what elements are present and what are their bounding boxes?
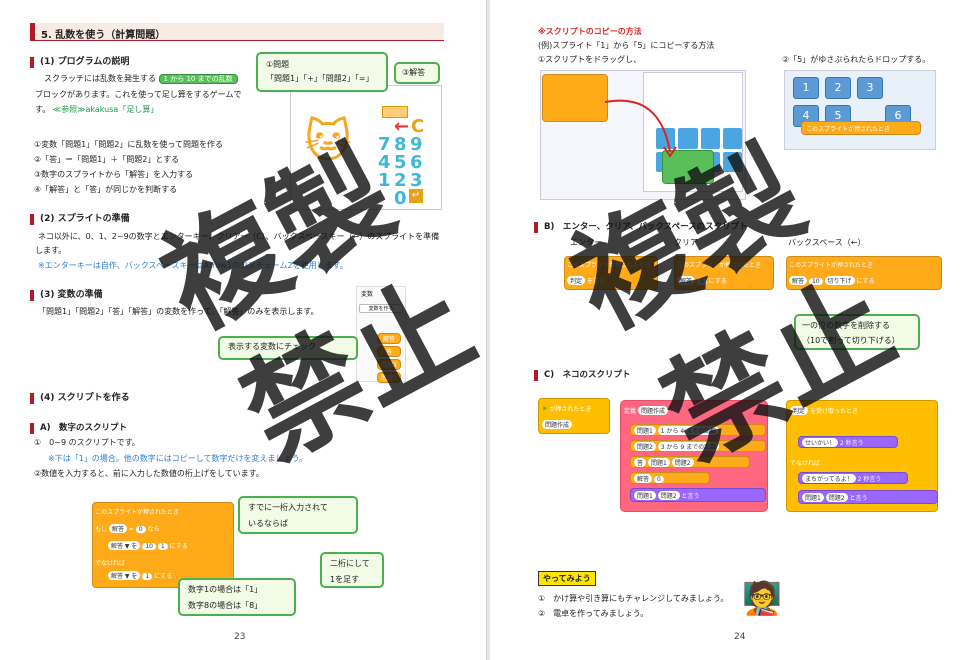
variables-panel: 変数 変数を作る 解答 答 問題1 問題2: [356, 286, 406, 383]
page-number: 23: [234, 632, 246, 642]
step-3: ③数字のスプライトから「解答」を入力する: [34, 170, 194, 179]
paragraph-text: ① 0~9 のスクリプトです。: [34, 438, 140, 447]
random-block: 1 から 10 までの乱数: [158, 74, 238, 84]
make-variable-button: 変数を作る: [359, 304, 403, 313]
section-heading: (1) プログラムの説明: [30, 57, 129, 68]
callout-question: ①問題 「問題1」「+」「問題2」「=」: [256, 52, 388, 92]
subsection-heading: B) エンター、クリア、バックスペースのスクリプト: [534, 222, 748, 233]
paragraph-text: ネコ以外に、0、1、2~9の数字とエンターキー、クリアー（C）、バックスペースキ…: [38, 232, 440, 241]
callout-1: すでに一桁入力されて いるならば: [238, 496, 358, 534]
paragraph-text: 「問題1」「問題2」「答」「解答」の変数を作って、「解答」のみを表示します。: [38, 307, 319, 316]
answer-monitor: [382, 106, 408, 118]
teacher-icon: 🧑‍🏫: [742, 579, 782, 617]
paragraph-text: す。: [35, 105, 51, 114]
paragraph-text: ②数値を入力すると、前に入力した数値の桁上げをしています。: [34, 469, 264, 478]
left-page: 5. 乱数を使う（計算問題） (1) プログラムの説明 スクラッチには乱数を発生…: [30, 23, 444, 642]
step-2: ②「答」＝「問題1」＋「問題2」とする: [34, 155, 180, 164]
flag-script: [538, 398, 610, 434]
try-item-1: ① かけ算や引き算にもチャレンジしてみましょう。: [538, 594, 729, 603]
cat-icon: 🐱: [304, 114, 352, 168]
paragraph-text: します。: [35, 246, 67, 255]
section-title: 5. 乱数を使う（計算問題）: [30, 23, 444, 41]
note-text: ※エンターキーは自作、バックスペースキーはArrow1のコスチューム2を使用しま…: [38, 261, 348, 270]
paragraph-text: ブロックがあります。これを使って足し算をするゲームで: [35, 90, 242, 99]
callout-3: 数字1の場合は「1」 数字8の場合は「8」: [178, 578, 296, 616]
section-heading: (3) 変数の準備: [30, 290, 103, 301]
paragraph-text: スクラッチには乱数を発生する: [44, 74, 156, 83]
note-text: ※下は「1」の場合。他の数字にはコピーして数字だけを変えましょう。: [48, 454, 308, 463]
backspace-callout: 一の位の数字を削除する （10で割って切り下げる）: [794, 314, 920, 350]
label-clear: クリア: [674, 238, 698, 247]
callout-2: 二桁にして 1を足す: [320, 552, 384, 588]
step-1: ①変数「問題1」「問題2」に乱数を使って問題を作る: [34, 140, 223, 149]
page-number: 24: [734, 632, 746, 642]
copy-heading: ※スクリプトのコピーの方法: [538, 27, 642, 36]
right-page: ※スクリプトのコピーの方法 (例)スプライト「1」から「5」にコピーする方法 ①…: [490, 0, 971, 660]
label-backspace: バックスペース（←）: [788, 238, 866, 247]
callout-variables: 表示する変数にチェック: [218, 336, 358, 360]
step-4: ④「解答」と「答」が同じかを判断する: [34, 185, 178, 194]
enter-key: ↵: [409, 189, 423, 203]
section-heading: (2) スプライトの準備: [30, 214, 130, 225]
copy-step-1: ①スクリプトをドラッグし、: [538, 55, 642, 64]
try-item-2: ② 電卓を作ってみましょう。: [538, 609, 649, 618]
dragged-script: [542, 74, 608, 122]
reference-link: ≪参照≫akakusa「足し算」: [52, 105, 159, 114]
copy-step-2: ②「5」がゆさぶられたらドロップする。: [782, 55, 931, 64]
subsection-heading: A) 数字のスクリプト: [30, 423, 127, 434]
label-enter: エンター: [570, 238, 602, 247]
drag-arrow: [604, 99, 677, 158]
try-badge: やってみよう: [538, 571, 596, 586]
subsection-heading: C) ネコのスクリプト: [534, 370, 630, 381]
callout-answer: ③解答: [394, 62, 440, 84]
section-heading: (4) スクリプトを作る: [30, 393, 130, 404]
copy-example: (例)スプライト「1」から「5」にコピーする方法: [538, 41, 715, 50]
drop-screenshot: 1 2 3 4 5 6 このスプライトが押されたとき: [784, 70, 936, 150]
